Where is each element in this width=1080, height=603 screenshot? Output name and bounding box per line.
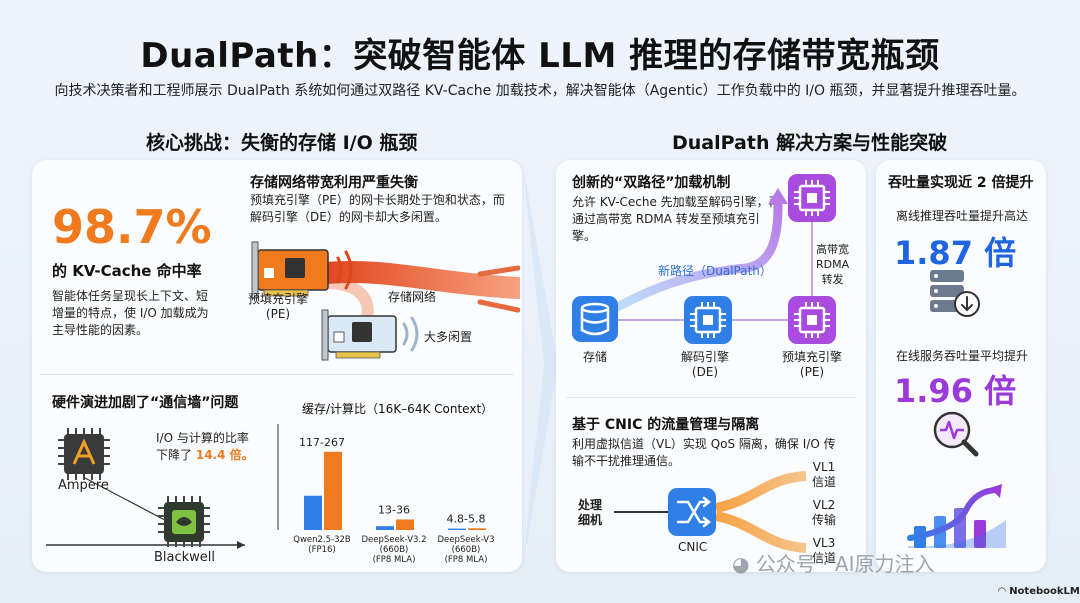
storage-label: 存储 — [583, 350, 608, 364]
network-title: 存储网络带宽利用严重失衡 — [250, 175, 418, 191]
cnic-title: 基于 CNIC 的流量管理与隔离 — [572, 417, 760, 433]
bar-2-0 — [448, 528, 466, 530]
vl3-label: VL3 信道 — [812, 536, 837, 565]
mechanism-title: 创新的“双路径”加载机制 — [572, 175, 731, 191]
online-value: 1.96 倍 — [894, 372, 1017, 410]
brand-label: ◠ NotebookLM — [998, 586, 1080, 597]
watermark-text: 公众号 · AI原力注入 — [755, 552, 935, 576]
page-subtitle: 向技术决策者和工程师展示 DualPath 系统如何通过双路径 KV-Cache… — [54, 83, 1026, 99]
online-label: 在线服务吞吐量平均提升 — [896, 349, 1029, 363]
blackwell-chip-icon — [158, 496, 210, 547]
left-section-heading: 核心挑战：失衡的存储 I/O 瓶颈 — [146, 132, 418, 154]
ampere-label: Ampere — [58, 478, 109, 493]
ratio-text-1: I/O 与计算的比率 — [156, 431, 249, 445]
hit-rate-desc: 智能体任务呈现长上下文、短增量的特点，使 I/O 加载成为主导性能的因素。 — [52, 289, 209, 337]
range-label-1: 13-36 — [378, 503, 410, 516]
new-path-label: 新路径（DualPath） — [658, 264, 772, 278]
throughput-panel — [876, 160, 1046, 572]
pe-network-card-icon — [251, 241, 329, 299]
divider — [566, 397, 856, 398]
hit-rate-label: 的 KV-Cache 命中率 — [52, 262, 202, 280]
category-label-2: DeepSeek-V3(660B)(FP8 MLA) — [438, 535, 495, 565]
server-download-icon — [930, 270, 980, 317]
growth-chart-icon — [907, 484, 1006, 548]
pe-engine-label: 预填充引擎 (PE) — [781, 350, 842, 379]
bar-2-1 — [468, 528, 486, 530]
divider — [40, 374, 514, 375]
range-label-2: 4.8-5.8 — [447, 512, 486, 525]
pe-label: 预填充引擎 (PE) — [247, 292, 308, 321]
magnifier-pulse-icon — [933, 411, 979, 457]
de-network-card-icon — [321, 309, 397, 361]
range-label-0: 117-267 — [299, 436, 345, 449]
throughput-title: 吞吐量实现近 2 倍提升 — [888, 175, 1034, 191]
offline-value: 1.87 倍 — [894, 234, 1017, 272]
network-illustration — [251, 241, 520, 361]
cnic-diagram — [614, 471, 807, 553]
ratio-value: 14.4 倍。 — [195, 448, 254, 462]
blackwell-label: Blackwell — [154, 550, 216, 565]
brand-text: NotebookLM — [1009, 586, 1080, 597]
decode-engine-chip-icon — [684, 296, 732, 344]
cnic-switch-icon — [668, 488, 716, 536]
signal-wave-icon — [336, 250, 353, 290]
notebooklm-icon: ◠ — [998, 586, 1006, 597]
bar-0-1 — [324, 451, 342, 530]
prefill-engine-top-chip-icon — [788, 174, 836, 222]
right-section-heading: DualPath 解决方案与性能突破 — [672, 132, 948, 154]
source-label: 处理 细机 — [578, 498, 603, 527]
wechat-icon: ◕ — [732, 552, 750, 576]
ampere-chip-icon — [58, 428, 110, 480]
network-desc: 预填充引擎（PE）的网卡长期处于饱和状态，而解码引擎（DE）的网卡却大多闲置。 — [250, 193, 505, 224]
category-label-1: DeepSeek-V3.2(660B)(FP8 MLA) — [361, 535, 426, 565]
offline-label: 离线推理吞吐量提升高达 — [896, 209, 1029, 223]
storage-icon — [572, 296, 618, 342]
bar-0-0 — [304, 495, 322, 530]
chart-title: 缓存/计算比（16K–64K Context） — [302, 402, 494, 416]
weak-signal-icon — [402, 316, 419, 352]
watermark: ◕ 公众号 · AI原力注入 — [732, 548, 934, 577]
vl1-label: VL1 信道 — [812, 460, 837, 489]
panel-arrow — [522, 160, 558, 572]
de-label: 解码引擎 (DE) — [680, 350, 729, 379]
category-label-0: Qwen2.5-32B(FP16) — [293, 535, 351, 555]
hit-rate-value: 98.7% — [52, 200, 212, 254]
storage-network-label: 存储网络 — [388, 290, 437, 304]
cnic-desc: 利用虚拟信道（VL）实现 QoS 隔离，确保 I/O 传输不干扰推理通信。 — [572, 437, 836, 468]
mechanism-desc: 允许 KV-Ceche 先加载至解码引擎，再通过高带宽 RDMA 转发至预填充引… — [572, 195, 781, 243]
challenge-panel — [32, 160, 522, 572]
dualpath-diagram — [572, 174, 836, 344]
vl2-label: VL2 传输 — [812, 498, 837, 527]
hardware-illustration — [46, 428, 245, 549]
ratio-text-2: 下降了 — [156, 448, 193, 462]
rdma-label: 高带宽 RDMA 转发 — [816, 243, 850, 286]
cnic-label: CNIC — [678, 540, 708, 554]
hardware-title: 硬件演进加剧了“通信墙”问题 — [52, 395, 239, 411]
idle-label: 大多闲置 — [424, 330, 473, 344]
bar-1-0 — [376, 526, 394, 530]
page-title: DualPath：突破智能体 LLM 推理的存储带宽瓶颈 — [140, 36, 940, 76]
bar-1-1 — [396, 519, 414, 530]
prefill-engine-chip-icon — [788, 296, 836, 344]
